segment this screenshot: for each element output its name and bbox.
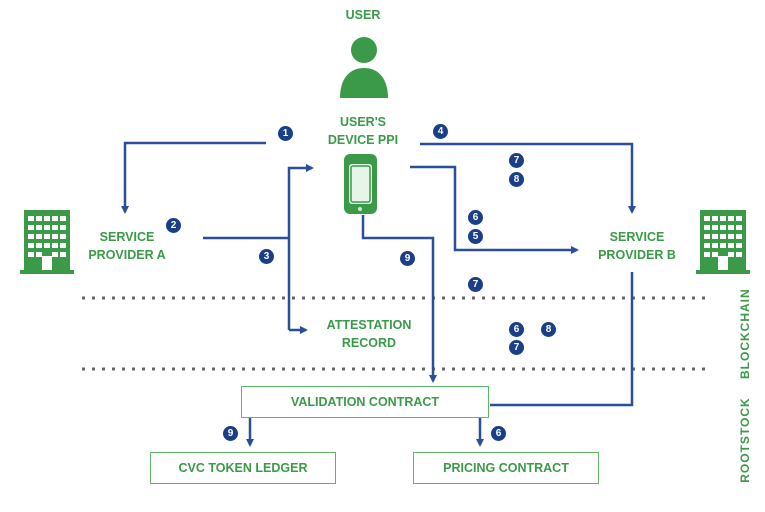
sp-b-line1: SERVICE: [609, 230, 665, 244]
step-badge: 2: [166, 218, 181, 233]
arrow-device-to-provider-b-lower: [410, 165, 579, 254]
cvc-token-ledger-box[interactable]: CVC TOKEN LEDGER: [150, 452, 336, 484]
arrow-device-to-validation: [361, 215, 437, 383]
step-badge: 7: [509, 153, 524, 168]
service-provider-a-label: SERVICE PROVIDER A: [80, 228, 174, 264]
arrow-device-to-provider-b: [420, 142, 636, 214]
validation-contract-box[interactable]: VALIDATION CONTRACT: [241, 386, 489, 418]
attestation-line2: RECORD: [341, 336, 397, 350]
sp-a-line1: SERVICE: [99, 230, 155, 244]
pricing-contract-box[interactable]: PRICING CONTRACT: [413, 452, 599, 484]
phone-icon: [344, 154, 377, 214]
user-icon: [340, 37, 388, 98]
arrow-device-to-provider-a: [121, 141, 266, 214]
step-badge: 3: [259, 249, 274, 264]
rootstock-label: ROOTSTOCK: [738, 397, 752, 483]
attestation-line1: ATTESTATION: [326, 318, 412, 332]
device-label-line1: USER'S: [339, 115, 387, 129]
sp-a-line2: PROVIDER A: [88, 248, 166, 262]
step-badge: 7: [509, 340, 524, 355]
step-badge: 6: [491, 426, 506, 441]
device-label: USER'S DEVICE PPI: [318, 113, 408, 149]
step-badge: 9: [400, 251, 415, 266]
step-badge: 7: [468, 277, 483, 292]
building-icon: [696, 210, 750, 274]
step-badge: 6: [468, 210, 483, 225]
device-label-line2: DEVICE PPI: [327, 133, 399, 147]
step-badge: 9: [223, 426, 238, 441]
blockchain-label: BLOCKCHAIN: [738, 288, 752, 379]
step-badge: 4: [433, 124, 448, 139]
step-badge: 6: [509, 322, 524, 337]
step-badge: 8: [509, 172, 524, 187]
step-badge: 5: [468, 229, 483, 244]
step-badge: 1: [278, 126, 293, 141]
arrow-provider-a-to-device: [287, 164, 314, 330]
building-icon: [20, 210, 74, 274]
service-provider-b-label: SERVICE PROVIDER B: [590, 228, 684, 264]
line-provider-b-to-validation: [490, 272, 634, 407]
attestation-record-label: ATTESTATION RECORD: [314, 316, 424, 352]
sp-b-line2: PROVIDER B: [598, 248, 676, 262]
step-badge: 8: [541, 322, 556, 337]
user-label: USER: [345, 8, 381, 22]
